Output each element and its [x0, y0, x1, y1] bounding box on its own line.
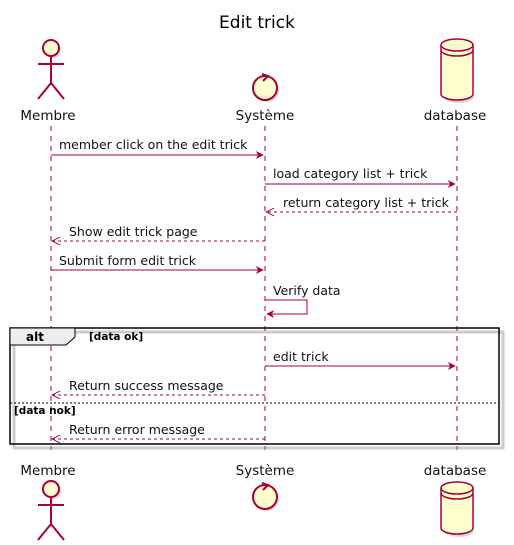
message-3: return category list + trick — [267, 195, 457, 212]
database-icon — [440, 38, 474, 101]
message-6-self: Verify data — [265, 283, 341, 318]
diagram-title: Edit trick — [219, 13, 295, 33]
database-icon — [440, 481, 474, 535]
participant-membre-top: Membre — [20, 39, 76, 124]
message-label: Verify data — [273, 283, 341, 298]
message-label: edit trick — [273, 349, 329, 364]
message-9: Return error message — [53, 422, 265, 439]
message-label: return category list + trick — [283, 195, 450, 210]
fragment-condition: [data nok] — [14, 405, 76, 417]
participant-label: Système — [236, 108, 295, 124]
participant-database-top: database — [424, 38, 487, 124]
message-label: Return success message — [69, 378, 224, 393]
participant-label: Membre — [20, 463, 75, 479]
lifelines — [50, 126, 458, 450]
actor-icon — [42, 39, 60, 57]
participant-label: database — [424, 463, 487, 479]
participant-database-bottom: database — [424, 463, 487, 537]
message-8: Return success message — [53, 378, 265, 395]
participant-label: Système — [236, 463, 295, 479]
alt-fragment: alt [data ok] [data nok] — [9, 327, 505, 450]
message-2: load category list + trick — [265, 166, 456, 188]
participant-label: Membre — [20, 108, 75, 124]
fragment-condition: [data ok] — [89, 331, 143, 343]
message-label: load category list + trick — [273, 166, 428, 181]
participant-systeme-bottom: Système — [236, 463, 295, 511]
message-label: Submit form edit trick — [59, 253, 197, 268]
message-label: member click on the edit trick — [59, 137, 248, 152]
message-4: Show edit trick page — [53, 224, 265, 241]
message-7: edit trick — [265, 349, 456, 370]
actor-icon — [42, 480, 60, 498]
participant-label: database — [424, 108, 487, 124]
fragment-keyword: alt — [26, 330, 44, 344]
message-5: Submit form edit trick — [51, 253, 264, 274]
message-label: Return error message — [69, 422, 205, 437]
participant-membre-bottom: Membre — [20, 463, 76, 541]
participant-systeme-top: Système — [236, 73, 295, 124]
message-label: Show edit trick page — [69, 224, 198, 239]
message-1: member click on the edit trick — [51, 137, 264, 159]
